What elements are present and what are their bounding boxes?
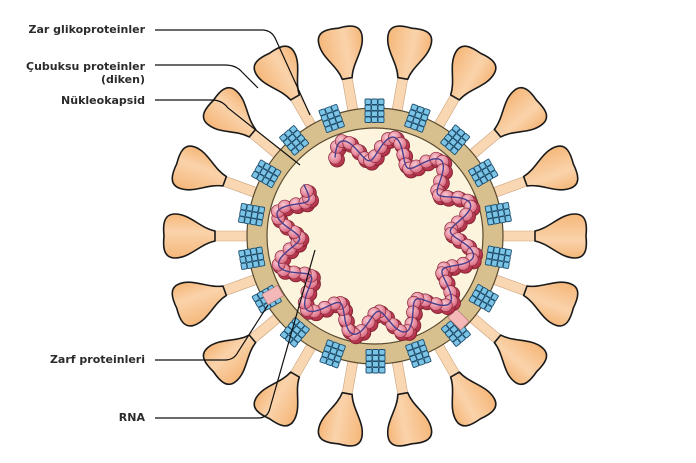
spike-head xyxy=(534,213,588,259)
spike-head xyxy=(162,213,216,259)
spike xyxy=(491,274,579,327)
spike-head xyxy=(449,45,497,101)
spike-head xyxy=(171,281,228,327)
spike-head xyxy=(386,391,433,447)
spike-head xyxy=(171,145,228,191)
spike-stem xyxy=(500,230,541,242)
spike xyxy=(162,213,250,259)
spike xyxy=(433,45,497,130)
interior xyxy=(266,127,484,345)
leader-membrane-glycoproteins xyxy=(155,29,311,116)
spike xyxy=(171,145,259,198)
spike xyxy=(467,312,548,386)
leader-nucleocapsid xyxy=(155,99,301,166)
membrane-glycoprotein xyxy=(365,349,386,374)
leader-lines xyxy=(155,29,316,419)
spike-head xyxy=(317,391,364,447)
spike-proteins xyxy=(162,25,588,447)
spike-head xyxy=(449,371,497,427)
membrane-glycoprotein xyxy=(484,202,512,226)
membrane-glycoprotein xyxy=(364,98,385,123)
membrane-glycoprotein xyxy=(319,339,346,369)
label-nucleocapsid: Nükleokapsid xyxy=(61,94,145,107)
membrane-glycoprotein xyxy=(318,104,345,133)
label-rna: RNA xyxy=(118,411,145,424)
membrane-glycoprotein xyxy=(405,339,432,368)
rna-strand xyxy=(276,136,475,336)
leader-envelope-proteins xyxy=(155,304,269,361)
membrane-glycoprotein xyxy=(440,124,470,155)
label-spike-line1: Çubuksu proteinler xyxy=(26,60,145,73)
label-envelope-proteins: Zarf proteinleri xyxy=(49,353,145,366)
membrane-glycoprotein xyxy=(251,159,282,188)
label-membrane-glycoproteins: Zar glikoproteinler xyxy=(28,23,145,36)
spike-head xyxy=(253,45,301,101)
nucleocapsid xyxy=(270,130,484,345)
spike xyxy=(171,274,259,327)
spike-head xyxy=(317,25,364,81)
envelope-proteins xyxy=(261,284,470,331)
membrane-glycoprotein xyxy=(468,284,499,313)
spike-head xyxy=(386,25,433,81)
label-spike-line2: (diken) xyxy=(100,73,145,86)
spike-head xyxy=(522,281,579,327)
leader-rna xyxy=(155,249,316,419)
membrane-glycoprotein xyxy=(238,246,266,270)
spike-head xyxy=(493,86,548,138)
label-spike-proteins: Çubuksu proteinler (diken) xyxy=(26,60,145,86)
leader-spike-proteins xyxy=(155,64,259,89)
spike-stem xyxy=(209,230,250,242)
spike xyxy=(500,213,588,259)
membrane-glycoprotein xyxy=(279,125,309,156)
spike-head xyxy=(493,334,548,386)
spike-head xyxy=(253,371,301,427)
envelope-protein xyxy=(261,284,285,306)
spike xyxy=(433,342,497,427)
spike xyxy=(317,358,364,447)
membrane-glycoprotein xyxy=(484,245,512,269)
membrane-glycoprotein xyxy=(238,203,266,227)
membrane-glycoprotein xyxy=(404,103,431,133)
spike xyxy=(386,25,433,114)
spike xyxy=(467,86,548,160)
spike xyxy=(491,145,579,198)
membrane-glycoproteins xyxy=(238,98,512,374)
membrane-glycoprotein xyxy=(468,158,499,188)
spike-head xyxy=(522,145,579,191)
spike xyxy=(386,358,433,447)
